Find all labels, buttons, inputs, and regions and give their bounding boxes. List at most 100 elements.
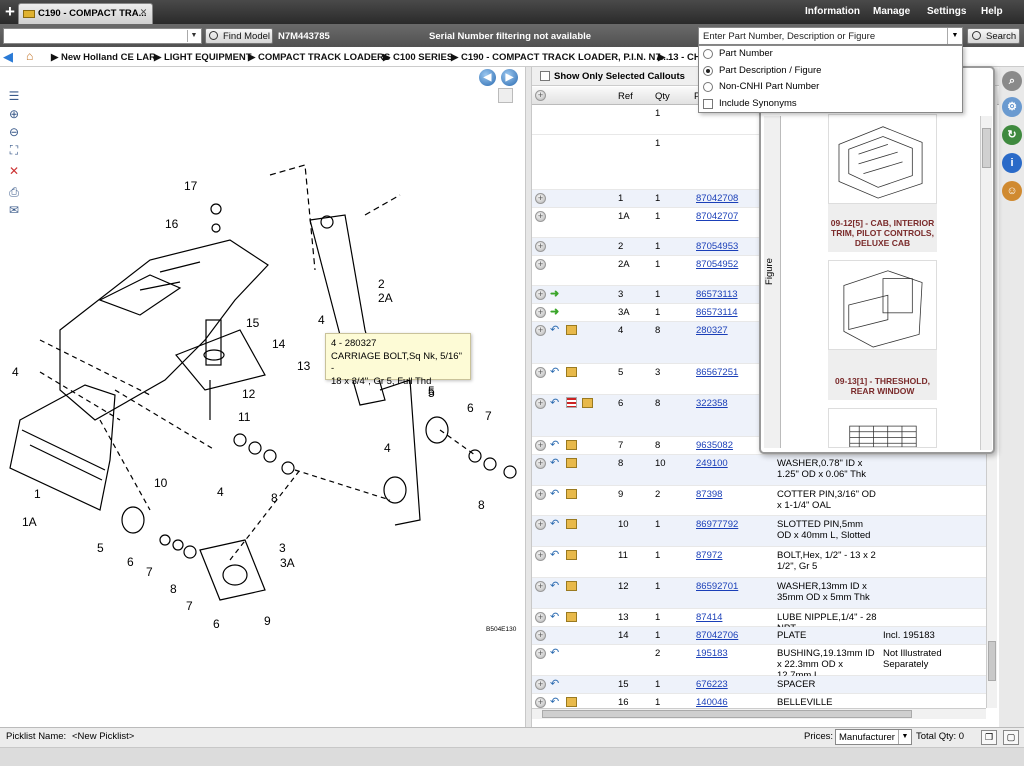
callout-label[interactable]: 3 xyxy=(279,541,286,555)
return-arrow-icon[interactable]: ↶ xyxy=(550,518,560,530)
package-icon[interactable] xyxy=(566,440,577,450)
expand-icon[interactable]: + xyxy=(535,367,546,378)
search-input[interactable]: Enter Part Number, Description or Figure… xyxy=(698,27,963,45)
package-icon[interactable] xyxy=(566,519,577,529)
package-icon[interactable] xyxy=(566,325,577,335)
figure-thumbnail[interactable]: 09-12[5] - CAB, INTERIOR TRIM, PILOT CON… xyxy=(828,114,937,252)
callout-label[interactable]: 11 xyxy=(238,410,251,424)
package-icon[interactable] xyxy=(566,367,577,377)
part-number-link[interactable]: 87398 xyxy=(696,489,723,500)
callout-label[interactable]: 8 xyxy=(271,491,278,505)
part-number-link[interactable]: 86592701 xyxy=(696,581,739,592)
expand-icon[interactable]: + xyxy=(535,612,546,623)
expand-icon[interactable]: + xyxy=(535,458,546,469)
breadcrumb-item[interactable]: ▶ LIGHT EQUIPMENT xyxy=(154,52,252,63)
package-icon[interactable] xyxy=(566,550,577,560)
callout-label[interactable]: 15 xyxy=(246,316,260,330)
callout-label[interactable]: 5 xyxy=(428,384,435,398)
expand-all-icon[interactable]: + xyxy=(535,90,546,101)
prices-select[interactable]: Manufacturer ▼ xyxy=(835,729,912,745)
callout-label[interactable]: 1 xyxy=(34,487,41,501)
grip-icon[interactable]: ☰ xyxy=(8,89,20,103)
clear-highlight-icon[interactable]: ✕ xyxy=(8,164,20,178)
expand-icon[interactable]: + xyxy=(535,630,546,641)
radio-button[interactable] xyxy=(703,66,713,76)
radio-button[interactable] xyxy=(703,82,713,92)
table-row[interactable]: + 14 1 87042706 PLATE Incl. 195183 xyxy=(532,627,986,645)
part-number-link[interactable]: 87042707 xyxy=(696,211,739,222)
search-button[interactable]: Search xyxy=(967,28,1020,44)
package-icon[interactable] xyxy=(566,612,577,622)
search-icon[interactable]: ⌕ xyxy=(1002,71,1022,91)
part-number-link[interactable]: 86573114 xyxy=(696,307,738,318)
callout-label[interactable]: 14 xyxy=(272,337,286,351)
return-arrow-icon[interactable]: ↶ xyxy=(550,647,560,659)
callout-label[interactable]: 12 xyxy=(242,387,256,401)
column-header-ref[interactable]: Ref xyxy=(618,91,633,102)
figure-scrollbar[interactable] xyxy=(980,116,992,450)
picklist-name[interactable]: <New Picklist> xyxy=(72,731,135,742)
home-icon[interactable]: ⌂ xyxy=(26,49,34,63)
callout-label[interactable]: 3A xyxy=(280,556,295,570)
info-icon[interactable]: i xyxy=(1002,153,1022,173)
part-number-link[interactable]: 676223 xyxy=(696,679,728,690)
expand-icon[interactable]: + xyxy=(535,648,546,659)
expand-icon[interactable]: + xyxy=(535,307,546,318)
package-icon[interactable] xyxy=(566,458,577,468)
return-arrow-icon[interactable]: ↶ xyxy=(550,678,560,690)
expand-icon[interactable]: + xyxy=(535,193,546,204)
email-icon[interactable]: ✉ xyxy=(8,203,20,217)
menu-manage[interactable]: Manage xyxy=(873,6,911,17)
expand-icon[interactable]: + xyxy=(535,398,546,409)
model-select[interactable]: ▼ xyxy=(3,28,202,44)
table-row[interactable]: + ↶ 2 195183 BUSHING,19.13mm ID x 22.3mm… xyxy=(532,645,986,681)
table-row[interactable]: + ↶ 13 1 87414 LUBE NIPPLE,1/4" - 28 NPT xyxy=(532,609,986,634)
part-number-link[interactable]: 195183 xyxy=(696,648,728,659)
return-arrow-icon[interactable]: ↶ xyxy=(550,611,560,623)
zoom-out-icon[interactable]: ⊖ xyxy=(8,125,20,139)
document-tab[interactable]: C190 - COMPACT TRA... ✕ xyxy=(18,3,153,24)
previous-figure-button[interactable]: ◀ xyxy=(479,69,496,86)
menu-information[interactable]: Information xyxy=(805,6,860,17)
table-row[interactable]: + ↶ 10 1 86977792 SLOTTED PIN,5mm OD x 4… xyxy=(532,516,986,547)
expand-icon[interactable]: + xyxy=(535,325,546,336)
chevron-down-icon[interactable]: ▼ xyxy=(947,28,962,44)
back-arrow-icon[interactable]: ◀ xyxy=(3,49,13,64)
table-row[interactable]: + ↶ 16 1 140046 BELLEVILLE WASHER,M12 xyxy=(532,694,986,708)
expand-icon[interactable]: + xyxy=(535,241,546,252)
gear-icon[interactable]: ⚙ xyxy=(1002,97,1022,117)
table-row[interactable]: + ↶ 9 2 87398 COTTER PIN,3/16" OD x 1-1/… xyxy=(532,486,986,516)
return-arrow-icon[interactable]: ↶ xyxy=(550,397,560,409)
fit-to-page-icon[interactable]: ⛶ xyxy=(9,143,19,157)
new-tab-plus-icon[interactable]: + xyxy=(5,2,15,21)
callout-label[interactable]: 2 xyxy=(378,277,385,291)
package-icon[interactable] xyxy=(566,489,577,499)
part-number-link[interactable]: 86977792 xyxy=(696,519,739,530)
part-number-link[interactable]: 87054953 xyxy=(696,241,739,252)
return-arrow-icon[interactable]: ↶ xyxy=(550,457,560,469)
part-number-link[interactable]: 86567251 xyxy=(696,367,739,378)
part-number-link[interactable]: 9635082 xyxy=(696,440,733,451)
part-number-link[interactable]: 280327 xyxy=(696,325,728,336)
expand-icon[interactable]: + xyxy=(535,550,546,561)
part-number-link[interactable]: 322358 xyxy=(696,398,728,409)
menu-settings[interactable]: Settings xyxy=(927,6,967,17)
scroll-thumb[interactable] xyxy=(988,641,996,681)
maximize-window-icon[interactable]: ▢ xyxy=(1003,730,1019,745)
restore-window-icon[interactable]: ❐ xyxy=(981,730,997,745)
column-header-part-number[interactable]: P xyxy=(694,91,700,102)
breadcrumb-item[interactable]: ▶ New Holland CE LAR xyxy=(51,52,156,63)
find-model-button[interactable]: Find Model xyxy=(205,28,273,44)
package-icon[interactable] xyxy=(566,581,577,591)
part-number-link[interactable]: 87042706 xyxy=(696,630,739,641)
column-header-qty[interactable]: Qty xyxy=(655,91,670,102)
return-arrow-icon[interactable]: ↶ xyxy=(550,549,560,561)
callout-label[interactable]: 1A xyxy=(22,515,37,529)
part-number-link[interactable]: 87414 xyxy=(696,612,723,623)
callout-label[interactable]: 13 xyxy=(297,359,311,373)
expand-icon[interactable]: + xyxy=(535,581,546,592)
package-icon[interactable] xyxy=(582,398,593,408)
package-icon[interactable] xyxy=(566,697,577,707)
refresh-icon[interactable]: ↻ xyxy=(1002,125,1022,145)
breadcrumb-item[interactable]: ▶ C190 - COMPACT TRACK LOADER, P.I.N. N7… xyxy=(451,52,669,63)
